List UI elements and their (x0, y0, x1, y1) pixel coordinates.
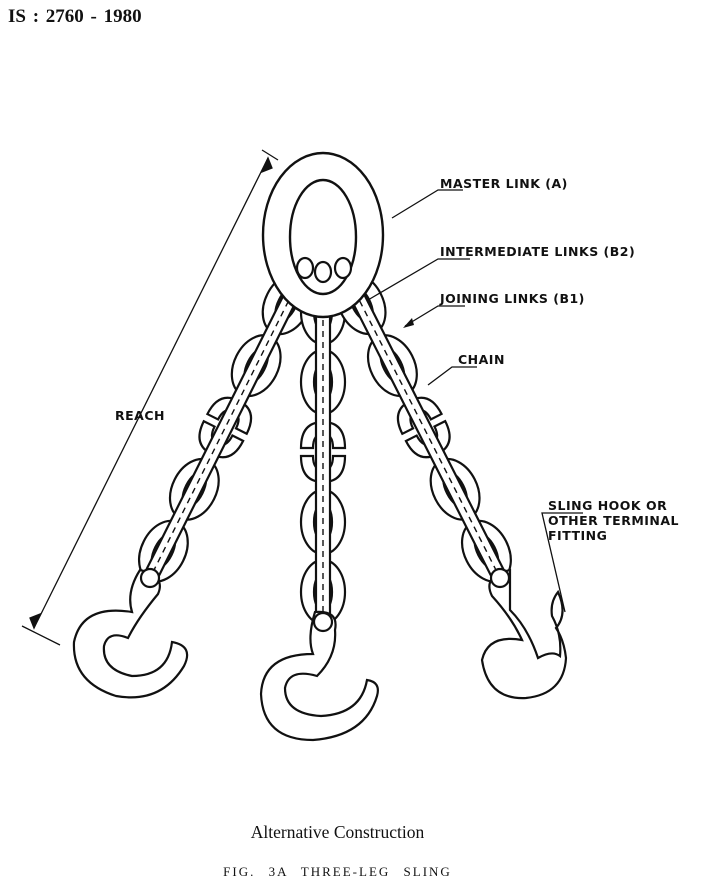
label-intermediate-links: INTERMEDIATE LINKS (B2) (440, 244, 635, 259)
intermediate-link-2 (333, 256, 353, 280)
label-sling-hook-3: FITTING (548, 528, 607, 543)
figure-title: FIG. 3A THREE-LEG SLING (223, 864, 452, 879)
label-joining-links: JOINING LINKS (B1) (439, 291, 585, 306)
hook-center (259, 610, 379, 742)
reach-label: REACH (115, 408, 165, 423)
hook-right-eye (489, 567, 511, 589)
chain-centerline (344, 271, 499, 575)
chain-leg-2 (335, 266, 512, 583)
hook-right (480, 568, 568, 700)
chain-legs (137, 266, 512, 626)
leader-lines (367, 189, 583, 613)
chain-leg-1 (299, 270, 347, 626)
hook-left-eye (139, 567, 161, 589)
document-id: IS : 2760 - 1980 (8, 6, 142, 27)
joining-arrow-icon (403, 318, 414, 328)
label-sling-hook-1: SLING HOOK OR (548, 498, 667, 513)
intermediate-link-0 (295, 256, 315, 280)
label-chain: CHAIN (458, 352, 505, 367)
intermediate-link-1 (313, 260, 333, 284)
label-sling-hook-2: OTHER TERMINAL (548, 513, 679, 528)
hook-left (72, 568, 189, 699)
sling-hooks (72, 567, 568, 742)
label-master-link: MASTER LINK (A) (440, 176, 568, 191)
intermediate-links (295, 256, 353, 284)
hook-center-eye (312, 611, 334, 633)
reach-dimension (21, 149, 279, 646)
caption: Alternative Construction (250, 822, 425, 842)
master-link (261, 151, 385, 319)
chain-centerline (151, 271, 304, 575)
